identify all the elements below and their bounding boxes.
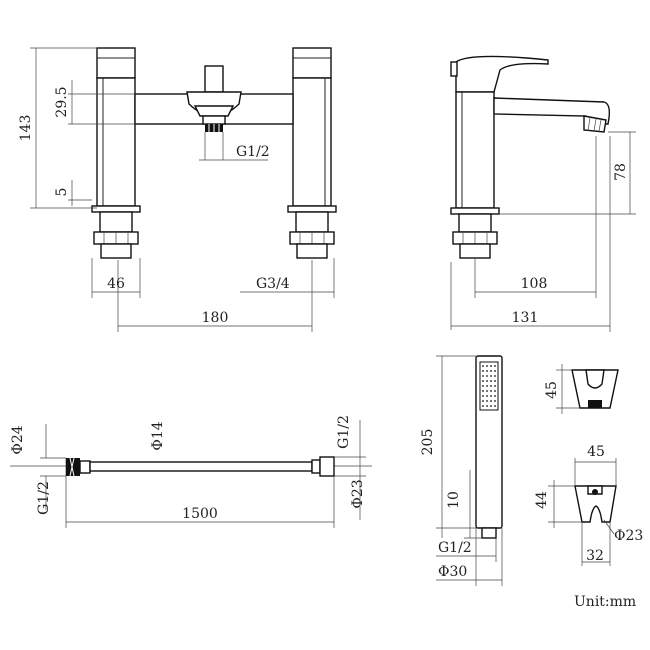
dim-outlet-thread: G1/2	[236, 144, 270, 160]
dim-hose-thread-right: G1/2	[336, 415, 352, 449]
dim-handset-diameter: Φ30	[438, 564, 467, 580]
dim-handset-neck: 10	[446, 491, 462, 509]
right-handle-cap	[292, 47, 332, 79]
dim-height-spout: 29.5	[54, 86, 70, 117]
handset-view: 205 10 G1/2 Φ30	[420, 355, 503, 586]
unit-label: Unit:mm	[574, 594, 636, 610]
front-view: 143 29.5 5 G1/2 G3/4 46 180	[18, 47, 337, 332]
dim-height-base: 5	[54, 188, 70, 197]
hose-right-nut	[319, 456, 335, 477]
hose-body	[89, 461, 313, 472]
dim-width-leg: 46	[107, 276, 125, 292]
dim-handset-length: 205	[420, 429, 436, 456]
side-view: 78 108 131	[450, 55, 636, 332]
dim-hose-end-diameter: Φ24	[10, 425, 26, 454]
dim-holder-clip-diameter: Φ23	[614, 528, 643, 544]
spray-holes	[482, 365, 496, 407]
holder-bracket	[574, 485, 617, 523]
handset-neck	[481, 527, 497, 539]
left-handle-cap	[96, 47, 136, 79]
holder-view: 45 45 44 Φ23 32	[534, 364, 643, 566]
dim-holder-base-width: 32	[586, 548, 604, 564]
dim-hose-thread-left: G1/2	[36, 481, 52, 515]
dim-inlet-thread: G3/4	[256, 276, 290, 292]
dim-handset-thread: G1/2	[438, 540, 472, 556]
dim-total-depth: 131	[512, 310, 539, 326]
hose-left-nut	[66, 458, 80, 476]
dim-holder-width: 45	[587, 444, 605, 460]
dim-spout-reach: 108	[521, 276, 548, 292]
dim-hose-nut-diameter: Φ23	[350, 479, 366, 508]
dim-holder-cap-height: 45	[544, 381, 560, 399]
dim-holder-height: 44	[534, 491, 550, 509]
dim-hose-length: 1500	[182, 506, 218, 522]
dim-height-total: 143	[18, 115, 34, 142]
diverter-knob	[204, 65, 224, 93]
handset-spray-face	[479, 361, 499, 411]
hose-view: Φ24 G1/2 Φ14 G1/2 Φ23 1500	[10, 415, 372, 528]
side-lever	[455, 55, 549, 93]
dim-width-centers: 180	[202, 310, 229, 326]
dim-hose-diameter: Φ14	[150, 421, 166, 450]
dim-spout-height: 78	[613, 163, 629, 181]
